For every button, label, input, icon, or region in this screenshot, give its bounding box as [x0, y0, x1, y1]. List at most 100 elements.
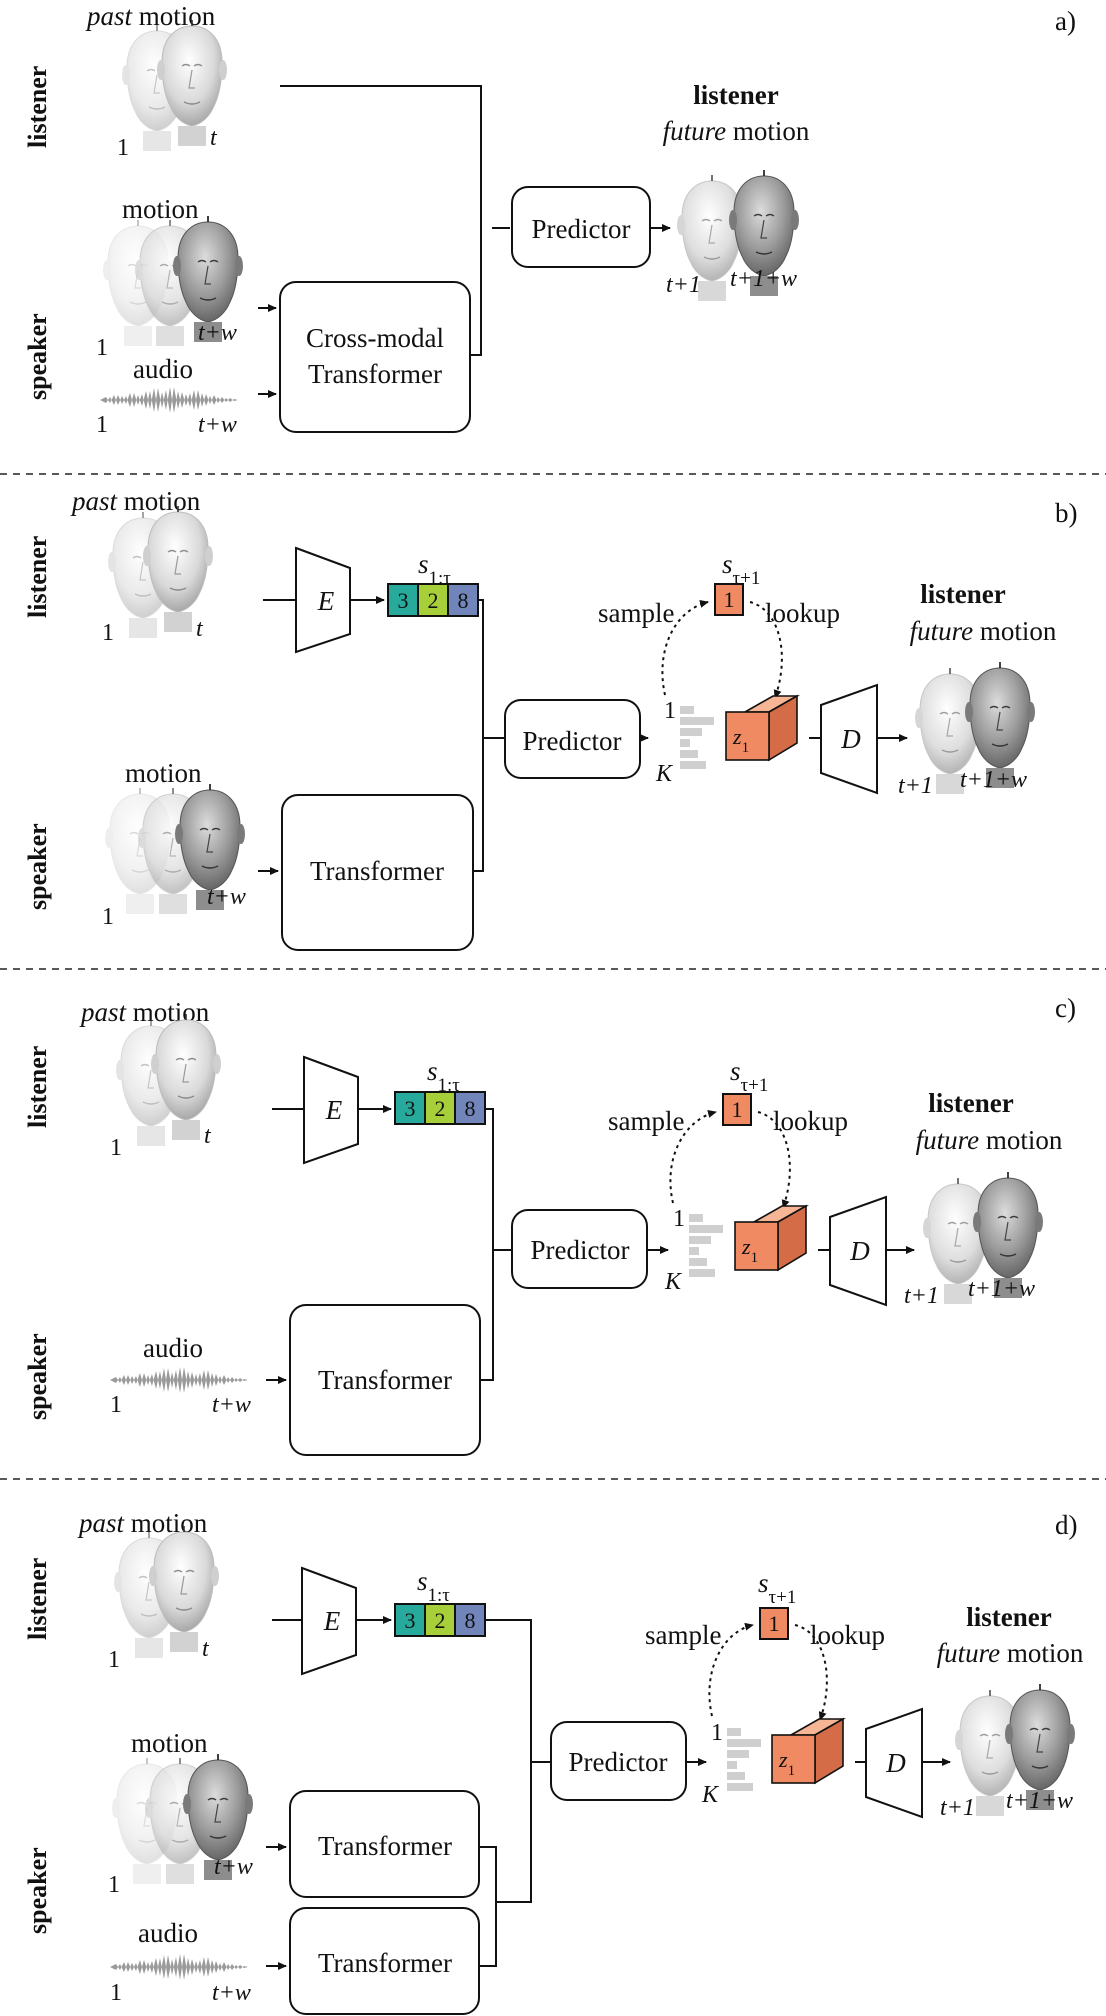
output-index-end: t+1+w: [968, 1276, 1035, 1302]
code-value: 3: [405, 1096, 416, 1121]
transformer-box: [289, 1907, 480, 2015]
predictor-label: Predictor: [569, 1747, 668, 1777]
side-label-listener: listener: [23, 536, 52, 618]
waveform-icon: [110, 1367, 248, 1393]
transformer-line-1: Cross-modal: [306, 323, 444, 353]
sampled-token: [722, 1093, 752, 1126]
output-subtitle: future motion: [910, 616, 1057, 646]
motion-index-end: t+w: [207, 884, 246, 910]
output-title: listener: [928, 1088, 1013, 1118]
listener-index-start: 1: [102, 620, 114, 646]
histogram-top-index: 1: [711, 1720, 723, 1746]
histogram-bottom-index: K: [701, 1782, 720, 1808]
output-index-start: t+1: [904, 1283, 939, 1309]
output-index-end: t+1+w: [960, 767, 1027, 793]
code-value: 2: [428, 588, 439, 613]
decoder-trapezoid: [829, 1195, 887, 1307]
encoder-trapezoid: [301, 1566, 357, 1676]
predictor-label: Predictor: [523, 726, 622, 756]
decoder-trapezoid: [820, 683, 878, 795]
code-histogram-icon: [727, 1728, 761, 1791]
speaker-motion-label: motion: [122, 194, 199, 224]
sequence-label: s1:τ: [427, 1056, 460, 1096]
motion-index-end: t+w: [198, 320, 237, 346]
output-title: listener: [920, 579, 1005, 609]
encoder-trapezoid: [295, 546, 351, 654]
output-index-start: t+1: [666, 272, 701, 298]
decoder-trapezoid: [865, 1707, 923, 1819]
speaker-audio-label: audio: [143, 1333, 203, 1363]
side-label-listener: listener: [23, 1046, 52, 1128]
side-label-listener: listener: [23, 1558, 52, 1640]
motion-index-start: 1: [102, 904, 114, 930]
latent-cube-icon: [734, 1204, 810, 1272]
listener-index-end: t: [196, 616, 204, 642]
code-value: 8: [465, 1096, 476, 1121]
lookup-label: lookup: [773, 1106, 848, 1136]
output-index-end: t+1+w: [1006, 1788, 1073, 1814]
sample-label: sample: [598, 598, 674, 628]
encoder-label: E: [325, 1095, 343, 1125]
listener-index-end: t: [204, 1123, 212, 1149]
listener-index-start: 1: [110, 1135, 122, 1161]
code-sequence: 3 2 8: [394, 1603, 486, 1637]
output-subtitle: future motion: [916, 1125, 1063, 1155]
audio-index-end: t+w: [212, 1392, 251, 1418]
sample-label: sample: [608, 1106, 684, 1136]
past-motion-label: past motion: [85, 1, 216, 31]
speaker-audio-label: audio: [138, 1918, 198, 1948]
side-label-listener: listener: [23, 66, 52, 148]
transformer-box: [281, 794, 474, 951]
motion-index-end: t+w: [214, 1854, 253, 1880]
code-value: 8: [465, 1608, 476, 1633]
transformer-label: Transformer: [318, 1365, 452, 1395]
code-cell: [454, 1091, 486, 1125]
output-title: listener: [693, 80, 778, 110]
code-cell: [394, 1091, 426, 1125]
side-label-speaker: speaker: [23, 1333, 52, 1420]
speaker-motion-label: motion: [131, 1728, 208, 1758]
decoder-label: D: [849, 1236, 870, 1266]
waveform-icon: [100, 387, 238, 413]
sample-label: sample: [645, 1620, 721, 1650]
transformer-line-2: Transformer: [308, 359, 442, 389]
code-histogram-icon: [689, 1214, 723, 1277]
decoder-label: D: [885, 1748, 906, 1778]
code-histogram-icon: [680, 706, 714, 769]
audio-index-end: t+w: [212, 1980, 251, 2006]
latent-cube-icon: [725, 694, 801, 762]
transformer-audio-label: Transformer: [318, 1948, 452, 1978]
past-motion-label: past motion: [77, 1508, 208, 1538]
audio-index-start: 1: [96, 412, 108, 438]
panel-a: a) listener speaker past motion 1 t moti…: [23, 1, 1076, 438]
panel-tag: c): [1055, 993, 1076, 1023]
code-value: 8: [458, 588, 469, 613]
histogram-bottom-index: K: [664, 1269, 683, 1295]
listener-index-start: 1: [108, 1647, 120, 1673]
motion-index-start: 1: [108, 1872, 120, 1898]
side-label-speaker: speaker: [23, 1847, 52, 1934]
latent-cube-icon: [771, 1717, 847, 1785]
panel-b: b) listener speaker past motion 1 t E s1…: [23, 486, 1078, 951]
panel-tag: b): [1055, 498, 1078, 528]
code-cell: [424, 1091, 456, 1125]
output-index-start: t+1: [940, 1795, 975, 1821]
predictor-label: Predictor: [532, 214, 631, 244]
past-motion-label: past motion: [70, 486, 201, 516]
listener-index-start: 1: [117, 135, 129, 161]
next-token-label: sτ+1: [758, 1568, 796, 1608]
sequence-label: s1:τ: [417, 1566, 450, 1606]
output-subtitle: future motion: [663, 116, 810, 146]
sampled-token-value: 1: [769, 1611, 780, 1636]
next-token-label: sτ+1: [722, 549, 760, 589]
code-value: 3: [405, 1608, 416, 1633]
panel-c: c) listener speaker past motion 1 t E s1…: [23, 993, 1076, 1456]
cross-modal-transformer-box: [279, 281, 471, 433]
side-label-speaker: speaker: [23, 313, 52, 400]
audio-index-start: 1: [110, 1392, 122, 1418]
audio-index-start: 1: [110, 1980, 122, 2006]
panel-tag: d): [1055, 1510, 1078, 1540]
listener-index-end: t: [202, 1636, 210, 1662]
lookup-label: lookup: [765, 598, 840, 628]
encoder-label: E: [317, 586, 335, 616]
